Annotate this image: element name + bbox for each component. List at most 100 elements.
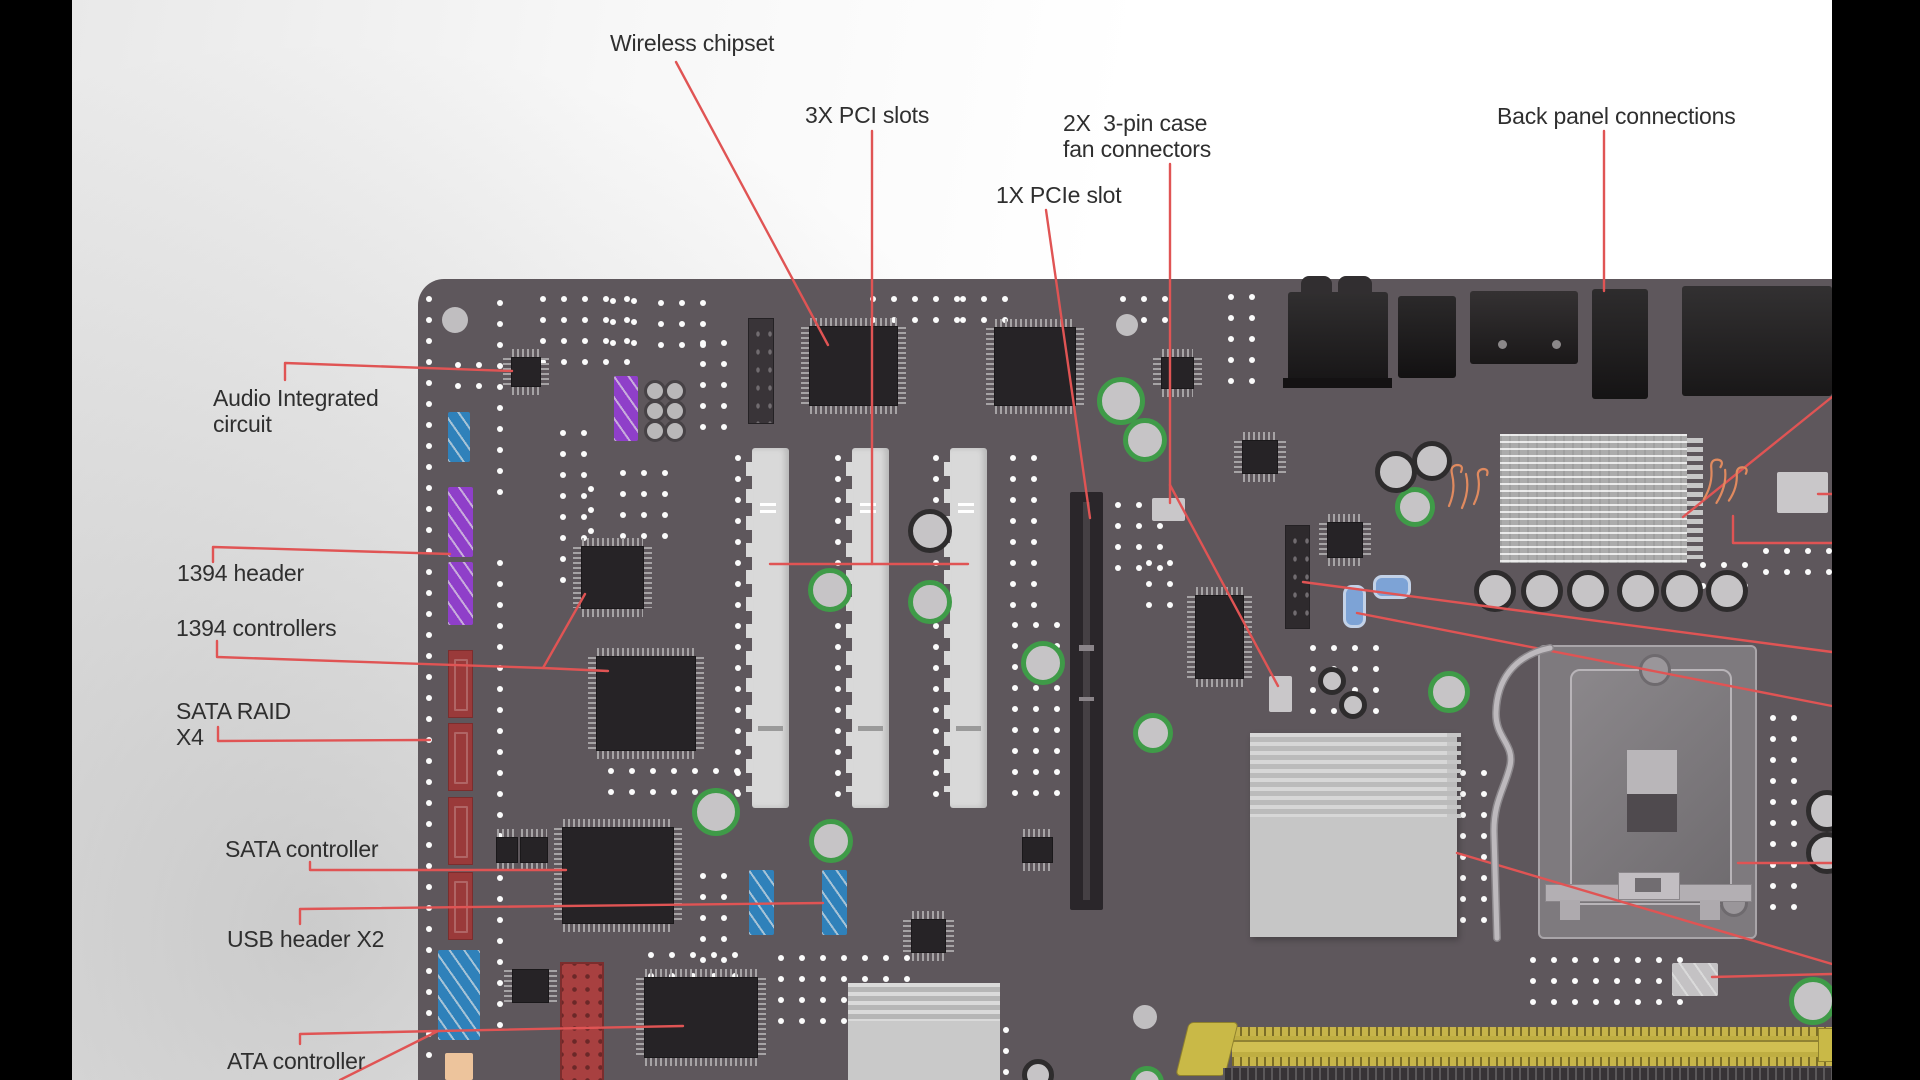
solder-dot <box>835 644 841 650</box>
pci-slot-key <box>958 503 974 506</box>
solder-dot <box>497 980 503 986</box>
solder-dot <box>891 296 897 302</box>
solder-dot <box>581 514 587 520</box>
solder-dot <box>1635 999 1641 1005</box>
solder-dot <box>700 361 706 367</box>
heatsink-comb <box>1447 733 1461 823</box>
solder-dot <box>1012 622 1018 628</box>
solder-dot <box>641 512 647 518</box>
usb-header-1 <box>749 870 774 935</box>
solder-dot <box>426 569 432 575</box>
solder-dot <box>497 342 503 348</box>
solder-dot <box>620 533 626 539</box>
solder-dot <box>799 997 805 1003</box>
front-panel-connector <box>1672 963 1718 996</box>
pci-slot-teeth <box>944 462 951 792</box>
solder-dot <box>954 317 960 323</box>
solder-dot <box>1770 841 1776 847</box>
small-ic-chip <box>512 829 556 871</box>
chip-pins <box>912 911 945 919</box>
back-panel-port-1 <box>1288 292 1388 382</box>
chip-pins <box>810 406 897 414</box>
solder-dot <box>1031 497 1037 503</box>
chip-body <box>496 837 518 863</box>
solder-dot <box>426 674 432 680</box>
solder-dot <box>1012 769 1018 775</box>
solder-dot <box>933 296 939 302</box>
solder-dot <box>1460 812 1466 818</box>
solder-dot <box>1826 569 1832 575</box>
solder-dot <box>582 359 588 365</box>
solder-dot <box>1033 769 1039 775</box>
sata-port-slot <box>454 732 468 784</box>
sata-port-1 <box>448 650 473 718</box>
solder-dot <box>426 695 432 701</box>
solder-dot <box>540 338 546 344</box>
solder-dot <box>641 533 647 539</box>
solder-dot <box>933 644 939 650</box>
solder-dot <box>581 472 587 478</box>
solder-dot <box>1054 727 1060 733</box>
solder-dot <box>620 491 626 497</box>
capacitor-pad <box>644 400 666 422</box>
solder-dot <box>735 602 741 608</box>
solder-dot <box>778 976 784 982</box>
mount-hole-dark <box>1412 441 1452 481</box>
solder-dot <box>1010 602 1016 608</box>
chip-body <box>809 326 898 406</box>
solder-dot <box>497 770 503 776</box>
solder-dot <box>721 361 727 367</box>
solder-dot <box>835 770 841 776</box>
solder-dot <box>671 789 677 795</box>
solder-dot <box>735 476 741 482</box>
solder-dot <box>960 296 966 302</box>
solder-dot <box>1763 548 1769 554</box>
back-panel-port-5 <box>1682 286 1832 396</box>
solder-dot <box>933 455 939 461</box>
solder-dot <box>497 896 503 902</box>
solder-dot <box>1460 833 1466 839</box>
solder-dot <box>669 952 675 958</box>
solder-dot <box>497 300 503 306</box>
solder-dot <box>560 556 566 562</box>
solder-dot <box>1054 748 1060 754</box>
solder-dot <box>1770 757 1776 763</box>
solder-dot <box>1157 565 1163 571</box>
ram-teeth <box>1232 1027 1836 1036</box>
solder-dot <box>981 317 987 323</box>
pci-slot-divider <box>758 726 783 731</box>
chip-pins <box>512 387 540 395</box>
small-ic-chip <box>1014 829 1061 871</box>
solder-dot <box>735 665 741 671</box>
chip-body <box>596 656 696 751</box>
chip-pins <box>1162 389 1193 397</box>
chip-pins <box>1363 523 1371 557</box>
solder-dot <box>1228 378 1234 384</box>
solder-dot <box>1770 736 1776 742</box>
solder-dot <box>1656 999 1662 1005</box>
solder-dot <box>1481 833 1487 839</box>
solder-dot <box>778 997 784 1003</box>
solder-dot <box>735 707 741 713</box>
mount-hole-dark <box>908 509 952 553</box>
chip-pins <box>573 547 581 608</box>
chip-pins <box>903 920 911 952</box>
cpu-screw <box>1639 654 1671 686</box>
solder-dot <box>497 686 503 692</box>
solder-dot <box>835 749 841 755</box>
solder-dot <box>1481 770 1487 776</box>
solder-dot <box>692 768 698 774</box>
solder-dot <box>426 884 432 890</box>
audio-front-header <box>448 412 470 462</box>
solder-dot <box>841 955 847 961</box>
solder-dot <box>1310 687 1316 693</box>
solder-dot <box>588 528 594 534</box>
chip-body <box>581 546 644 609</box>
cpu-pad-light <box>1627 750 1677 794</box>
solder-dot <box>582 338 588 344</box>
pci-slot-2 <box>846 448 889 808</box>
mount-hole-green <box>809 819 853 863</box>
solder-dot <box>1162 296 1168 302</box>
solder-dot <box>933 707 939 713</box>
solder-dot <box>1310 708 1316 714</box>
